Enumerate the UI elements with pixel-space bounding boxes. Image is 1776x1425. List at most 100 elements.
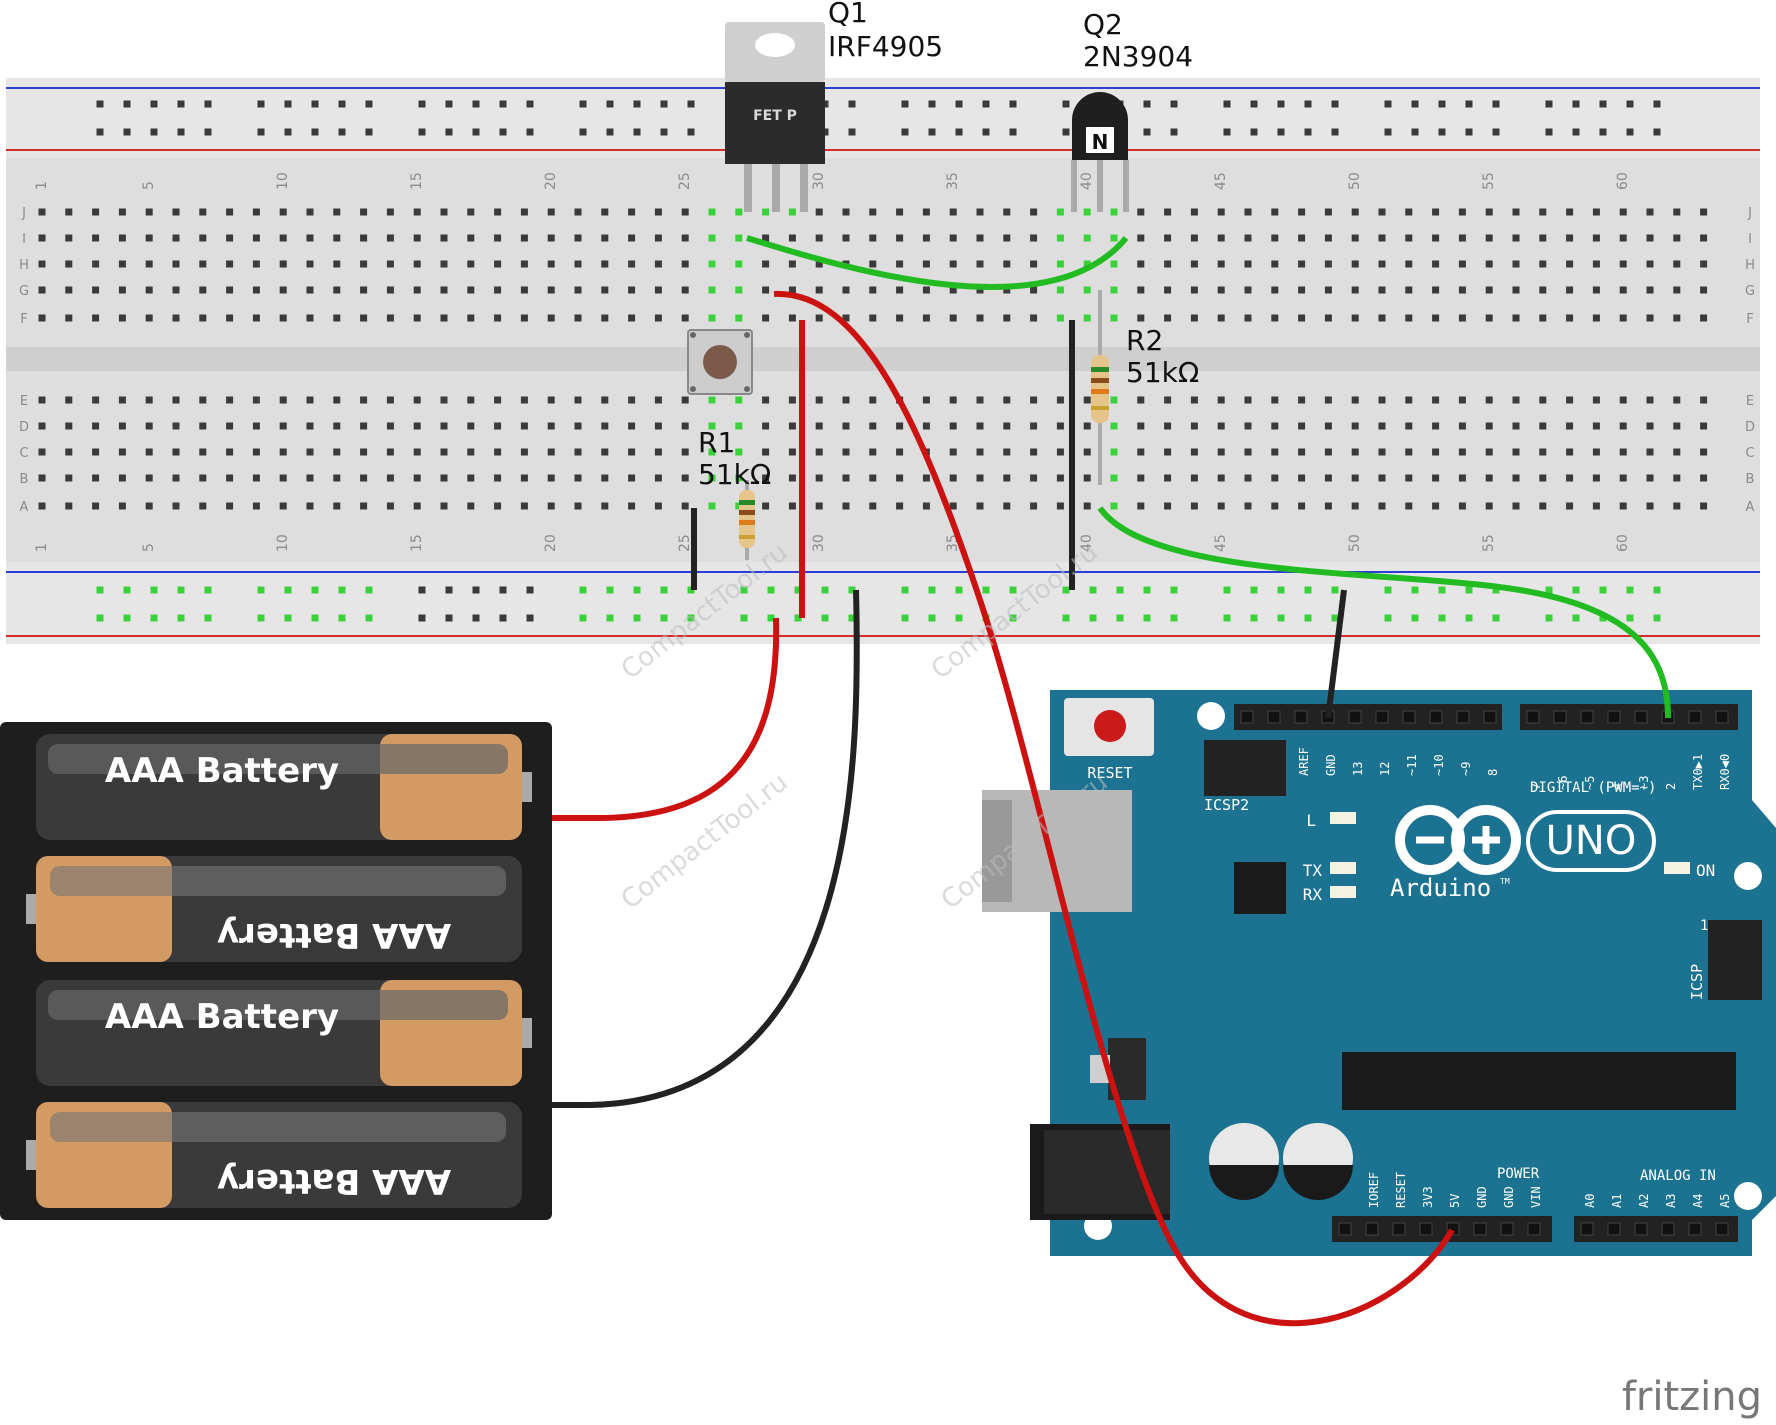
bb-hole (708, 314, 716, 322)
bb-hole (413, 396, 421, 404)
bb-hole (1458, 474, 1466, 482)
bb-hole (38, 260, 46, 268)
bb-hole (1083, 234, 1091, 242)
bb-hole (413, 260, 421, 268)
bb-hole (735, 314, 743, 322)
bb-col-number: 45 (1213, 172, 1229, 190)
bb-hole (413, 314, 421, 322)
bb-row-letter: I (1748, 232, 1752, 247)
bb-hole (547, 502, 555, 510)
rail-hole (365, 100, 373, 108)
rail-hole (1411, 100, 1419, 108)
bb-hole (226, 396, 234, 404)
bb-hole (922, 396, 930, 404)
bb-hole (1190, 314, 1198, 322)
bb-hole (1458, 286, 1466, 294)
bb-hole (762, 422, 770, 430)
bb-hole (413, 448, 421, 456)
bb-hole (654, 208, 662, 216)
bb-hole (360, 448, 368, 456)
bb-hole (306, 474, 314, 482)
bb-hole (762, 208, 770, 216)
bb-hole (628, 448, 636, 456)
bb-hole (1539, 474, 1547, 482)
pin-label: GND (1324, 754, 1338, 776)
bb-hole (1324, 422, 1332, 430)
bb-hole (1298, 314, 1306, 322)
bb-hole (38, 422, 46, 430)
rail-hole (1143, 586, 1151, 594)
bb-hole (279, 286, 287, 294)
rail-hole (1062, 614, 1070, 622)
bb-hole (467, 208, 475, 216)
bb-hole (520, 260, 528, 268)
bb-hole (1619, 260, 1627, 268)
bb-hole (440, 422, 448, 430)
rail-hole (1384, 100, 1392, 108)
bb-hole (949, 502, 957, 510)
bb-hole (1298, 474, 1306, 482)
bb-hole (1056, 286, 1064, 294)
bb-hole (1244, 396, 1252, 404)
bb-hole (145, 260, 153, 268)
rail-hole (365, 586, 373, 594)
battery-label: AAA Battery (217, 915, 451, 955)
bb-hole (413, 422, 421, 430)
bb-hole (1378, 260, 1386, 268)
bb-hole (1217, 474, 1225, 482)
resistor-r2 (1091, 290, 1109, 485)
bb-hole (896, 474, 904, 482)
bb-hole (1298, 396, 1306, 404)
bb-col-number: 15 (409, 172, 425, 190)
bb-hole (654, 396, 662, 404)
bb-hole (1619, 396, 1627, 404)
bb-hole (869, 314, 877, 322)
rail-hole (1143, 128, 1151, 136)
bb-hole (708, 286, 716, 294)
bb-hole (1110, 234, 1118, 242)
q1-mosfet (725, 22, 825, 212)
bb-hole (869, 448, 877, 456)
rail-hole (499, 128, 507, 136)
header-pin (1715, 710, 1729, 724)
bb-hole (547, 448, 555, 456)
battery-cell: AAA Battery (36, 980, 532, 1086)
bb-hole (172, 260, 180, 268)
bb-hole (976, 234, 984, 242)
bb-hole (494, 208, 502, 216)
rail-hole (311, 128, 319, 136)
rail-hole (1572, 586, 1580, 594)
bb-hole (467, 502, 475, 510)
rail-hole (1223, 100, 1231, 108)
bb-hole (494, 314, 502, 322)
pin-label: AREF (1297, 747, 1311, 776)
bb-row-letter: H (19, 258, 29, 273)
bb-hole (574, 448, 582, 456)
bb-hole (1083, 314, 1091, 322)
bb-hole (199, 314, 207, 322)
bb-hole (762, 260, 770, 268)
bb-hole (1083, 502, 1091, 510)
bb-hole (1351, 396, 1359, 404)
bb-hole (1432, 286, 1440, 294)
bb-hole (494, 474, 502, 482)
bb-hole (1619, 474, 1627, 482)
bb-hole (440, 260, 448, 268)
rail-hole (1304, 614, 1312, 622)
rail-hole (204, 128, 212, 136)
q1-body-text: FET P (753, 108, 797, 124)
bb-hole (1512, 474, 1520, 482)
bb-hole (1619, 208, 1627, 216)
bb-row-letter: A (20, 500, 29, 515)
bb-hole (896, 314, 904, 322)
bb-hole (65, 314, 73, 322)
bb-hole (306, 422, 314, 430)
rail-hole (1331, 128, 1339, 136)
header-pin (1607, 710, 1621, 724)
rail-hole (794, 586, 802, 594)
rail-hole (123, 128, 131, 136)
bb-hole (1485, 260, 1493, 268)
bb-hole (1700, 234, 1708, 242)
bb-hole (601, 260, 609, 268)
bb-hole (1083, 474, 1091, 482)
